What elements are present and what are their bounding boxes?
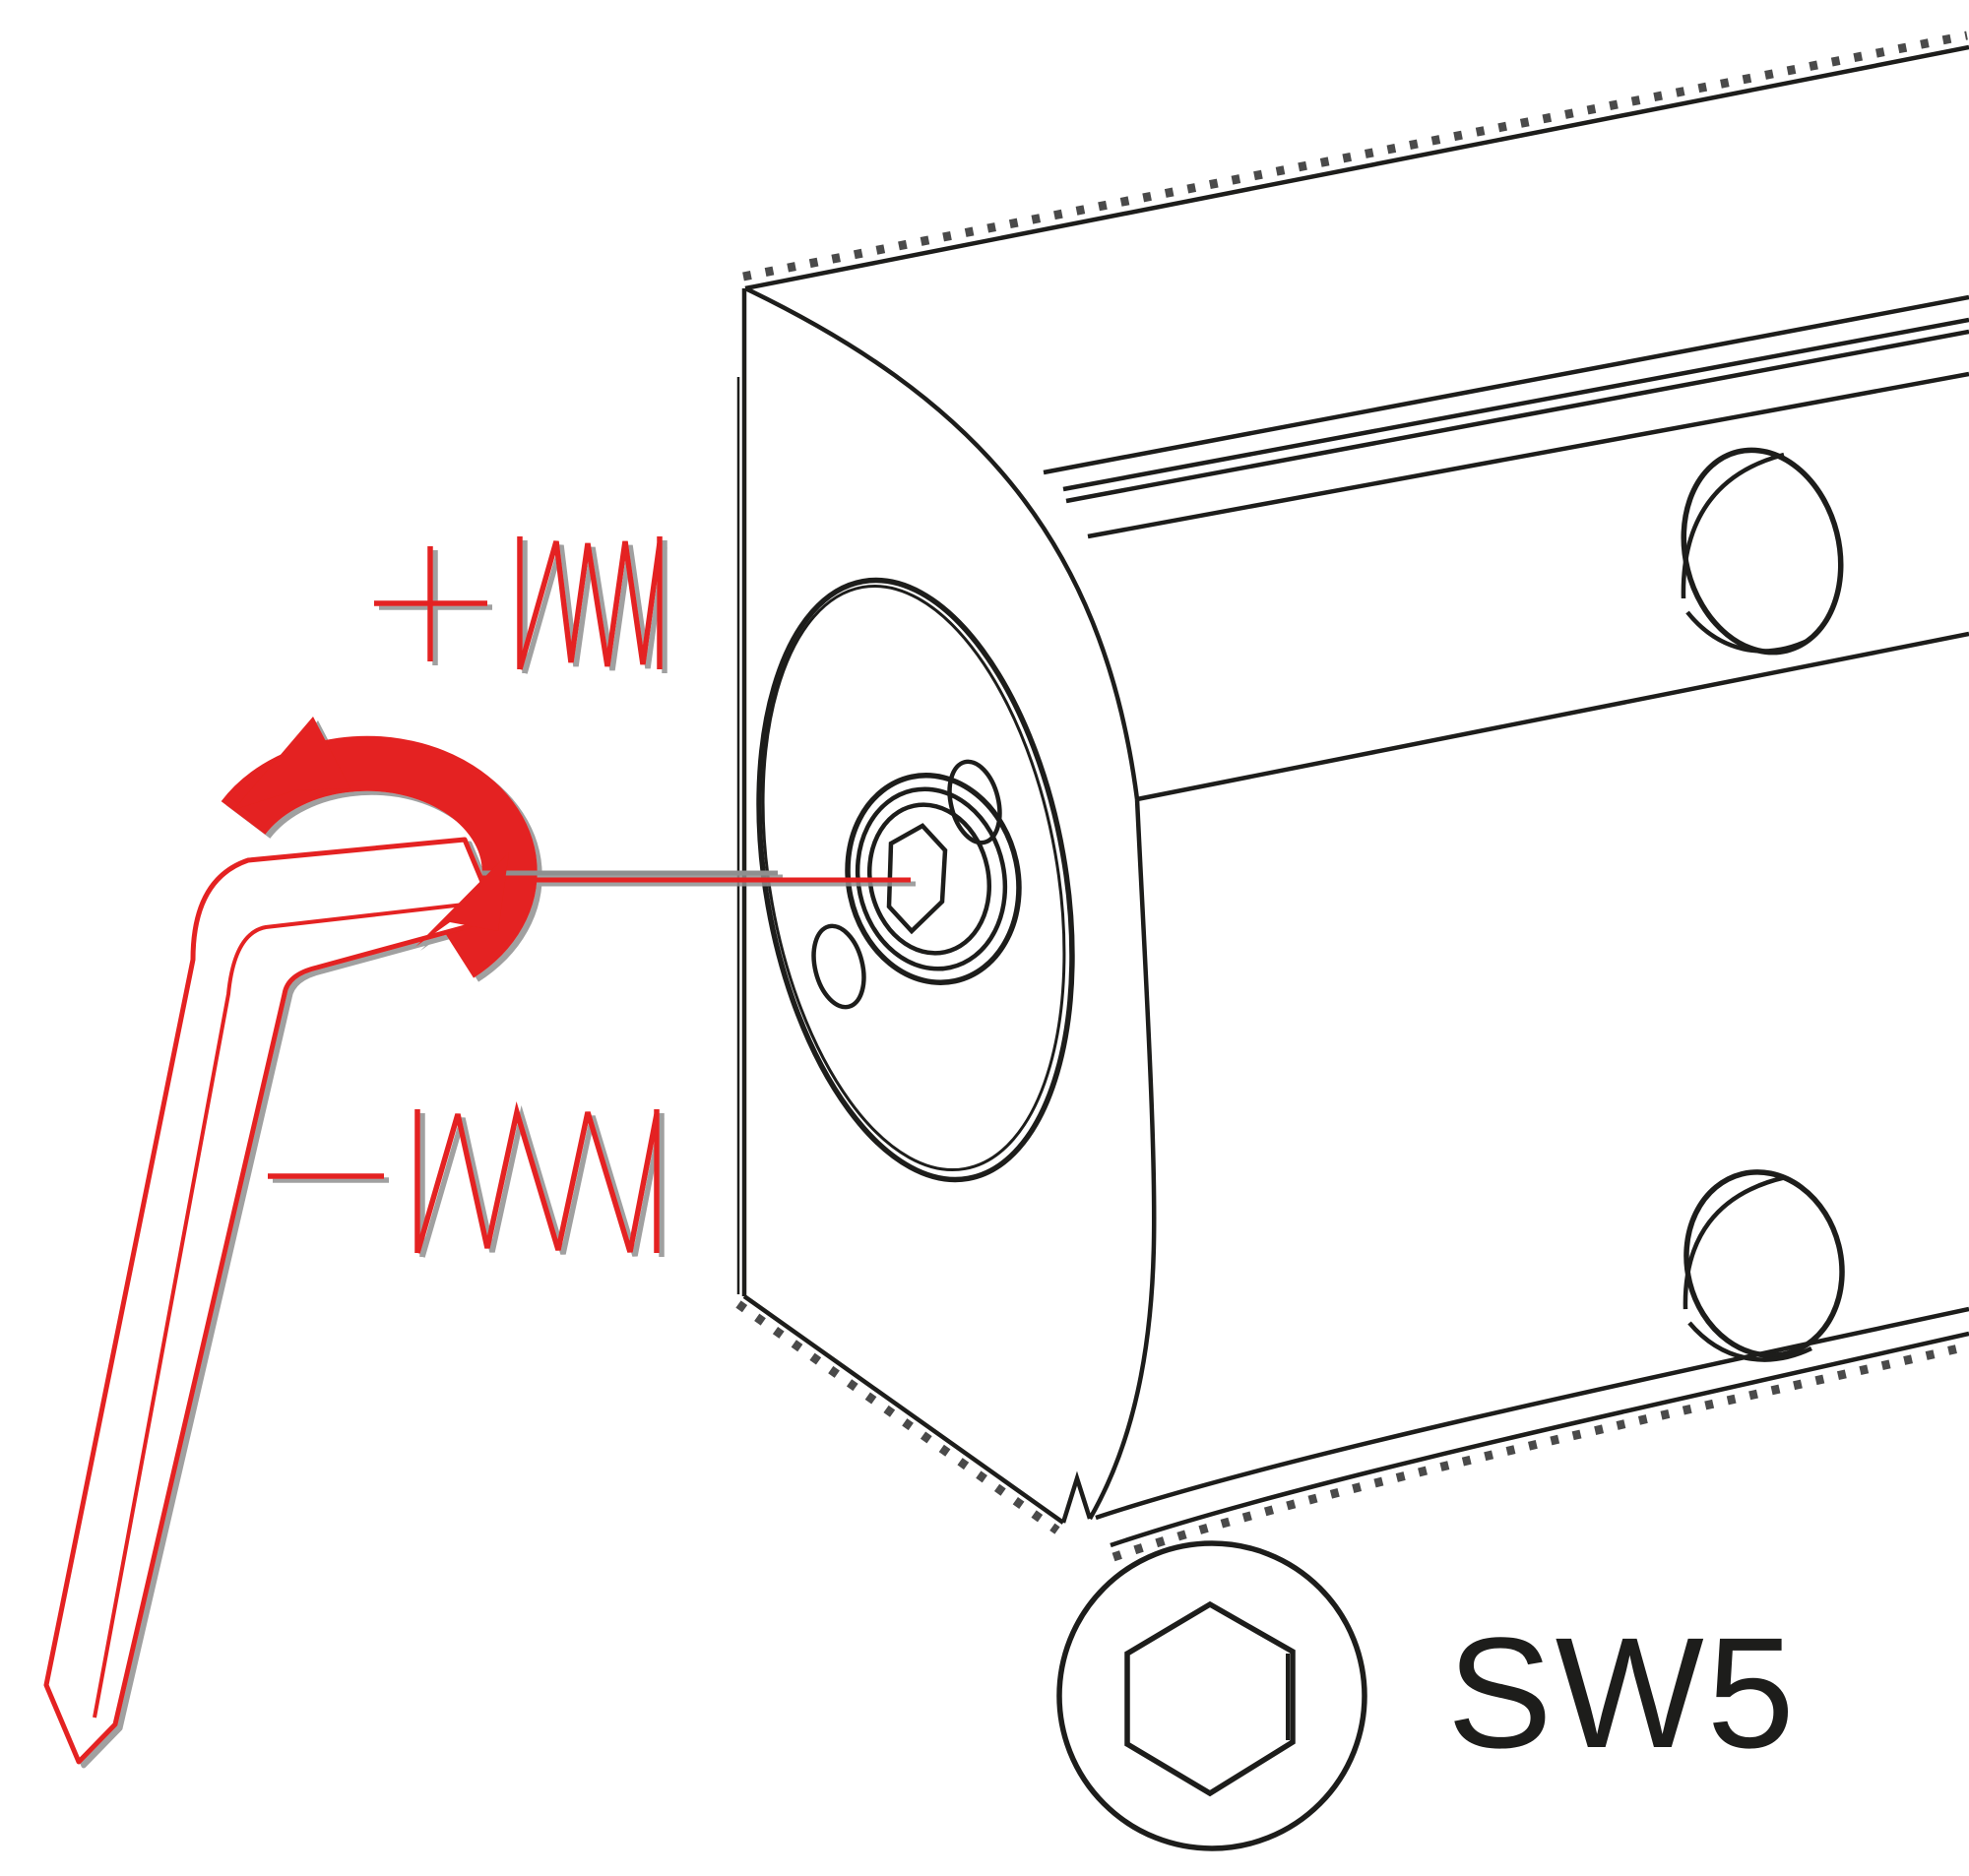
mounting-hole-bottom-bore-arc2 [1687,1321,1812,1362]
mounting-hole-top [1681,447,1844,656]
spring-coil-extended [414,1101,660,1254]
hex-detail-circle [1056,1540,1367,1851]
front-face-mid-line [1136,631,1969,802]
body-bottom-edge [1095,1306,1969,1521]
mounting-hole-bottom [1683,1169,1845,1362]
end-face-top-edge [744,285,1140,800]
adjustment-screw-inner-ring [866,802,992,956]
mounting-hole-top-rim [1681,447,1844,656]
bottom-notch [1060,1470,1093,1524]
spring-coil-compressed [517,540,663,670]
end-face-hole-upper [947,759,1002,845]
cut-hatching-top [742,31,1968,281]
end-cap-circle [756,577,1075,1183]
allen-key [43,837,485,1765]
mounting-hole-top-bore-arc [1681,452,1785,599]
hex-socket-detail: SW5 [1056,1540,1798,1851]
allen-key-body [43,837,485,1765]
end-face-hole-lower [811,923,866,1010]
rotation-arrow-head-front [415,852,509,947]
body-bottom-outer-edge [1110,1331,1969,1548]
adjustment-screw-outer-ring [845,773,1022,985]
groove-line-upper [1062,317,1969,492]
adjustment-screw-hex-socket [886,823,948,935]
mounting-hole-bottom-rim [1683,1169,1845,1358]
end-face-right-edge [1088,798,1157,1521]
adjustment-annotations [43,536,911,1765]
top-back-edge [744,44,1969,291]
compressed-spring-icon [517,536,663,670]
hex-socket-icon [1124,1600,1296,1797]
front-face-upper-line [1087,371,1969,539]
cut-hatching-bottom [1112,1342,1969,1562]
extended-spring-icon [414,1101,660,1254]
groove-line-lower [1065,329,1969,504]
cut-hatching-bottom-left [735,1300,1060,1534]
rotation-arrow-head-up [233,717,350,810]
door-closer-body [735,31,1969,1562]
end-cap-circle-inner [761,584,1066,1172]
top-face-front-edge [1043,294,1969,475]
allen-key-facet-line [93,902,474,1719]
mounting-hole-top-bore-arc2 [1685,610,1810,654]
adjustment-screw-mid-ring [855,786,1008,971]
mounting-hole-bottom-bore-arc [1683,1174,1787,1310]
plus-icon [374,546,487,661]
sw5-label: SW5 [1447,1604,1798,1781]
rotation-arrow-icon [221,717,538,978]
end-face-bottom-edge [742,1294,1065,1525]
